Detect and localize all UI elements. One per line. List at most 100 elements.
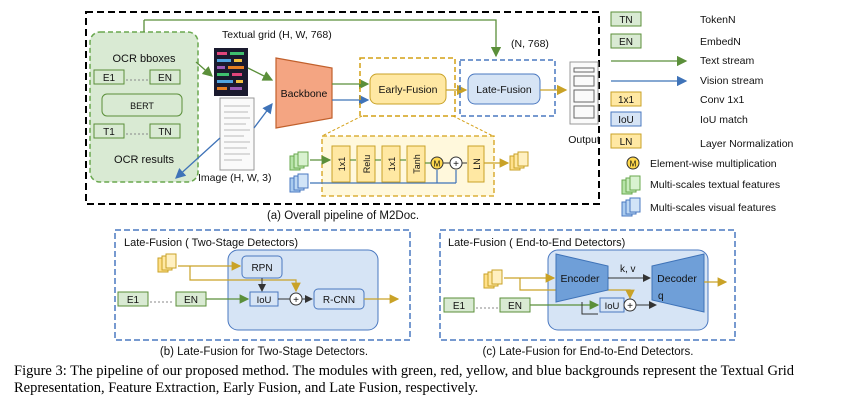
tn-box: [149, 123, 181, 139]
zoom-line-left: [321, 115, 363, 137]
e1-text: E1: [103, 73, 116, 84]
caption-c: (c) Late-Fusion for End-to-End Detectors…: [483, 346, 694, 358]
textual-grid-image: [214, 48, 248, 96]
ln-label: LN: [472, 158, 482, 170]
caption-a: (a) Overall pipeline of M2Doc.: [267, 210, 419, 222]
panel-c-plus-label: +: [627, 301, 633, 312]
legend-tn-key: TN: [619, 15, 632, 26]
conv1-block: [331, 145, 351, 183]
legend-text-stream: Text stream: [700, 55, 755, 67]
arrow-green-to-grid: [195, 61, 213, 77]
bert-box: [101, 93, 183, 117]
textual-grid-label: Textual grid (H, W, 768): [222, 29, 332, 41]
early-fusion-block: [369, 73, 447, 105]
backbone-label: Backbone: [281, 88, 328, 100]
t1-text: T1: [103, 127, 115, 138]
legend-ln-key: LN: [620, 137, 633, 148]
fused-feature-stack-output: [509, 151, 529, 171]
arrow-green-top: [144, 19, 502, 58]
bert-text: BERT: [130, 101, 154, 111]
conv1-label: 1x1: [337, 157, 347, 172]
image-label: Image (H, W, 3): [198, 172, 272, 184]
panel-b-plus-label: +: [293, 295, 299, 306]
panel-c-iou-label: IoU: [605, 301, 620, 312]
n768-label: (N, 768): [511, 38, 549, 50]
plus-label: +: [453, 159, 459, 170]
panel-c-decoder-label: Decoder: [657, 273, 697, 285]
tanh-block: [406, 145, 426, 183]
en-text: EN: [158, 73, 172, 84]
legend-textual-features: Multi-scales textual features: [650, 179, 780, 191]
early-fusion-region: [359, 57, 456, 117]
textual-feature-stack-input: [289, 151, 309, 171]
late-fusion-block: [467, 73, 541, 105]
panel-b-e1: [117, 291, 149, 307]
legend-iou-key: IoU: [618, 115, 634, 126]
panel-b-rcnn-label: R-CNN: [323, 295, 355, 306]
figure-caption: Figure 3: The pipeline of our proposed m…: [14, 363, 795, 396]
panel-b-rpn-label: RPN: [251, 263, 272, 274]
legend-vision-stream: Vision stream: [700, 75, 764, 87]
panel-c-e1-text: E1: [453, 301, 466, 312]
panel-b-iou-label: IoU: [257, 295, 272, 306]
arrow-grid-to-backbone: [247, 67, 274, 81]
mult-label: M: [434, 160, 441, 169]
output-label: Output: [568, 134, 600, 146]
output-image: [569, 61, 599, 125]
panel-b-en-text: EN: [184, 295, 198, 306]
legend-en-box: [610, 33, 642, 49]
zoom-line-right: [452, 115, 494, 137]
panel-c-encoder: [555, 253, 609, 303]
legend-visual-stack: [621, 197, 641, 217]
legend-visual-features: Multi-scales visual features: [650, 202, 776, 214]
legend-iou-box: [610, 111, 642, 127]
conv2-label: 1x1: [387, 157, 397, 172]
input-image: [219, 97, 255, 171]
panel-b-e1-text: E1: [127, 295, 140, 306]
panel-c-encoder-label: Encoder: [560, 273, 600, 285]
panel-c-frame: [439, 229, 736, 341]
panel-c-en-text: EN: [508, 301, 522, 312]
panel-c-q-label: q: [658, 291, 664, 302]
visual-feature-stack-input: [289, 173, 309, 193]
legend-en-key: EN: [619, 37, 633, 48]
late-fusion-region: [459, 59, 556, 117]
legend-conv-box: [610, 91, 642, 107]
ocr-bboxes-label: OCR bboxes: [113, 53, 176, 65]
arrow-image-to-backbone: [253, 102, 273, 129]
panel-c-title: Late-Fusion ( End-to-End Detectors): [448, 237, 625, 249]
panel-c-feature-stack: [483, 269, 503, 289]
legend-textual-stack: [621, 175, 641, 195]
tanh-label: Tanh: [412, 154, 422, 174]
caption-b: (b) Late-Fusion for Two-Stage Detectors.: [160, 346, 368, 358]
tn-text: TN: [158, 127, 171, 138]
panel-c-e1: [443, 297, 475, 313]
panel-b-title: Late-Fusion ( Two-Stage Detectors): [124, 237, 298, 249]
e1-box: [93, 69, 125, 85]
panel-b-arrow-stack-plus: [189, 266, 301, 293]
legend: TN TokenN EN EmbedN Text stream Vision s…: [610, 11, 794, 217]
panel-c-kv-label: k, v: [620, 264, 636, 275]
legend-mult-circle: [626, 156, 640, 170]
panel-b-frame: [114, 229, 411, 341]
early-fusion-label: Early-Fusion: [379, 84, 438, 96]
ln-block: [467, 145, 485, 183]
en-box: [149, 69, 181, 85]
legend-mult-key: M: [630, 160, 637, 169]
t1-box: [93, 123, 125, 139]
legend-tokenn: TokenN: [700, 14, 736, 26]
panel-b-feature-stack: [157, 253, 177, 273]
legend-iou: IoU match: [700, 114, 748, 126]
panel-c-arrow-encoder-iou-b: [581, 310, 598, 315]
arrow-image-to-panel: [175, 137, 221, 179]
panel-a-frame: [85, 11, 600, 205]
legend-ln-box: [610, 133, 642, 149]
relu-label: Relu: [362, 155, 372, 174]
legend-tn-box: [610, 11, 642, 27]
legend-conv: Conv 1x1: [700, 94, 745, 106]
backbone-block: [275, 57, 333, 129]
panel-c-decoder: [651, 253, 705, 313]
ocr-results-label: OCR results: [114, 154, 174, 166]
legend-embedn: EmbedN: [700, 36, 741, 48]
